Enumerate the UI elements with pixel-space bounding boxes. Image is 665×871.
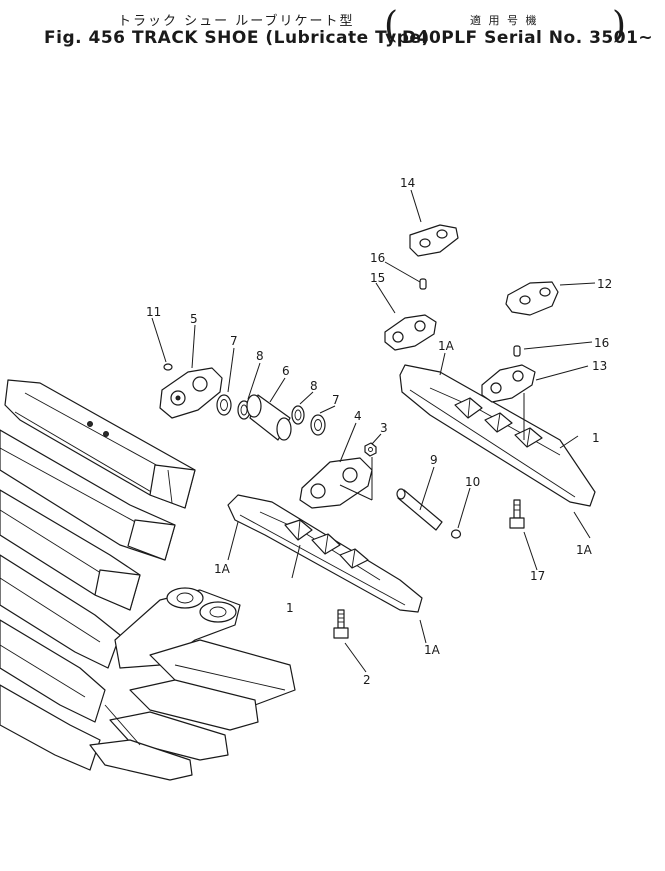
right-parenthesis: ) (612, 5, 627, 46)
callout-13: 13 (592, 359, 607, 373)
callout-5: 5 (190, 312, 198, 326)
part-5-master-link (159, 367, 223, 419)
model-serial: D40PLF Serial No. 3501~ (402, 28, 654, 48)
callout-10: 10 (465, 475, 480, 489)
part-12-block (505, 281, 559, 316)
callout-14: 14 (400, 176, 415, 190)
left-parenthesis: ( (384, 5, 399, 46)
part-16-pin-upper (419, 278, 427, 290)
callout-9: 9 (430, 453, 438, 467)
callout-2: 2 (363, 673, 371, 687)
callout-15: 15 (370, 271, 385, 285)
callout-1A-left: 1A (214, 562, 231, 576)
callout-4: 4 (354, 409, 362, 423)
callout-1A-top: 1A (438, 339, 455, 353)
callout-16-lower: 16 (594, 336, 609, 350)
part-9-pin (396, 488, 443, 531)
callout-11: 11 (146, 305, 161, 319)
applicability-label: 適 用 号 機 (470, 14, 539, 27)
part-11-plug (163, 363, 173, 371)
callout-8-right: 8 (310, 379, 318, 393)
leader-lines (151, 189, 596, 673)
track-shoe-middle (227, 494, 423, 613)
title-japanese: トラック シュー ルーブリケート型 (118, 14, 355, 29)
callout-12: 12 (597, 277, 612, 291)
callout-labels: 14 16 15 12 16 13 1A 1 1A 17 11 5 7 8 6 … (146, 176, 612, 687)
assembled-track-chain (0, 379, 296, 781)
part-14-block (409, 224, 459, 257)
callout-8-left: 8 (256, 349, 264, 363)
callout-17: 17 (530, 569, 545, 583)
part-10-spacer (450, 529, 462, 539)
part-13-half-link (481, 364, 536, 403)
part-2-bolt (333, 609, 349, 639)
callout-6: 6 (282, 364, 290, 378)
callout-1-middle: 1 (286, 601, 294, 615)
title-english: TRACK SHOE (Lubricate Type) (132, 28, 430, 48)
callout-1A-bottom: 1A (424, 643, 441, 657)
part-6-bushing (246, 394, 292, 441)
track-shoe-right (399, 364, 596, 507)
part-7-seal-right (310, 414, 326, 436)
callout-16-upper: 16 (370, 251, 385, 265)
part-4-link (299, 457, 373, 509)
part-16-pin-lower (513, 345, 521, 357)
part-8-ring-right (291, 405, 305, 425)
part-7-seal-left (216, 394, 232, 416)
part-15-half-link (384, 314, 437, 351)
part-17-bolt (509, 499, 525, 529)
callout-7-left: 7 (230, 334, 238, 348)
callout-1A-right: 1A (576, 543, 593, 557)
part-3-nut (364, 442, 377, 457)
callout-3: 3 (380, 421, 388, 435)
callout-7-right: 7 (332, 393, 340, 407)
callout-1-right: 1 (592, 431, 600, 445)
figure-number: Fig. 456 (44, 28, 126, 48)
